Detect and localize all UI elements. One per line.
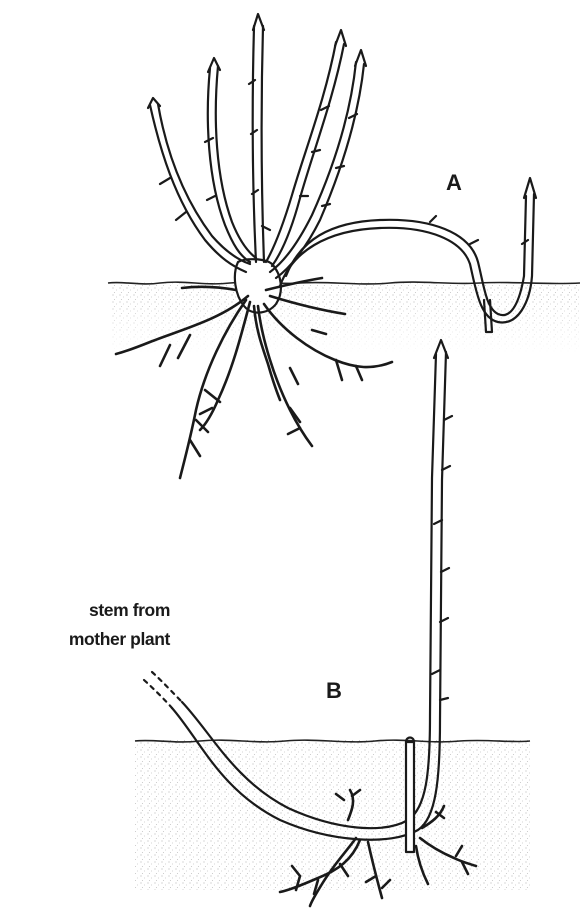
plant-a	[108, 14, 580, 478]
caption-line-1: stem from	[10, 596, 170, 625]
label-b: B	[326, 678, 342, 704]
plant-b	[135, 340, 530, 906]
peg-b	[406, 742, 414, 852]
caption-line-2: mother plant	[10, 625, 170, 654]
label-a: A	[446, 170, 462, 196]
stem-caption: stem from mother plant	[10, 596, 170, 654]
stem-from-mother-plant	[144, 680, 172, 708]
